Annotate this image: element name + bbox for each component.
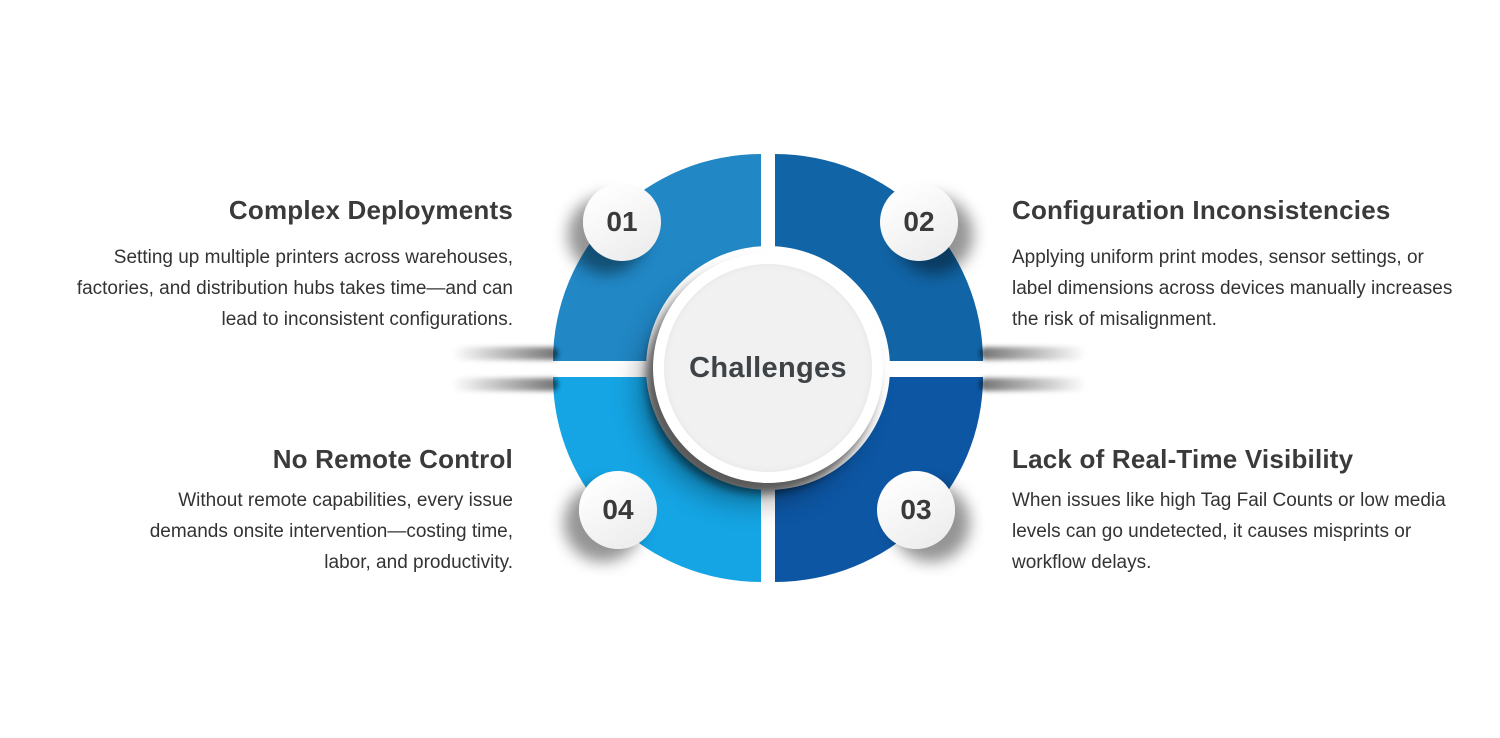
item-title: No Remote Control — [272, 444, 513, 474]
item-description: Without remote capabilities, every issue… — [149, 490, 513, 573]
item-title: Lack of Real-Time Visibility — [1012, 444, 1354, 474]
number-badge-03: 03 — [877, 471, 955, 549]
center-label: Challenges — [664, 264, 872, 472]
center-circle: Challenges — [653, 253, 883, 483]
number-badge-04: 04 — [579, 471, 657, 549]
item-title: Configuration Inconsistencies — [1012, 195, 1391, 225]
item-description: Setting up multiple printers across ware… — [76, 247, 513, 330]
item-description: Applying uniform print modes, sensor set… — [1012, 247, 1453, 330]
number-badge-02: 02 — [880, 183, 958, 261]
item-description: When issues like high Tag Fail Counts or… — [1012, 490, 1446, 573]
item-title: Complex Deployments — [228, 195, 513, 225]
divider-shadow-left-top — [452, 347, 558, 360]
text-block-no-remote-control: No Remote Control Without remote capabil… — [123, 444, 513, 578]
text-block-lack-of-real-time-visibility: Lack of Real-Time Visibility When issues… — [1012, 444, 1462, 578]
divider-shadow-right-top — [980, 347, 1086, 360]
number-badge-01: 01 — [583, 183, 661, 261]
divider-shadow-right-bottom — [980, 378, 1086, 391]
divider-shadow-left-bottom — [452, 378, 558, 391]
text-block-complex-deployments: Complex Deployments Setting up multiple … — [48, 195, 513, 335]
text-block-configuration-inconsistencies: Configuration Inconsistencies Applying u… — [1012, 195, 1467, 335]
